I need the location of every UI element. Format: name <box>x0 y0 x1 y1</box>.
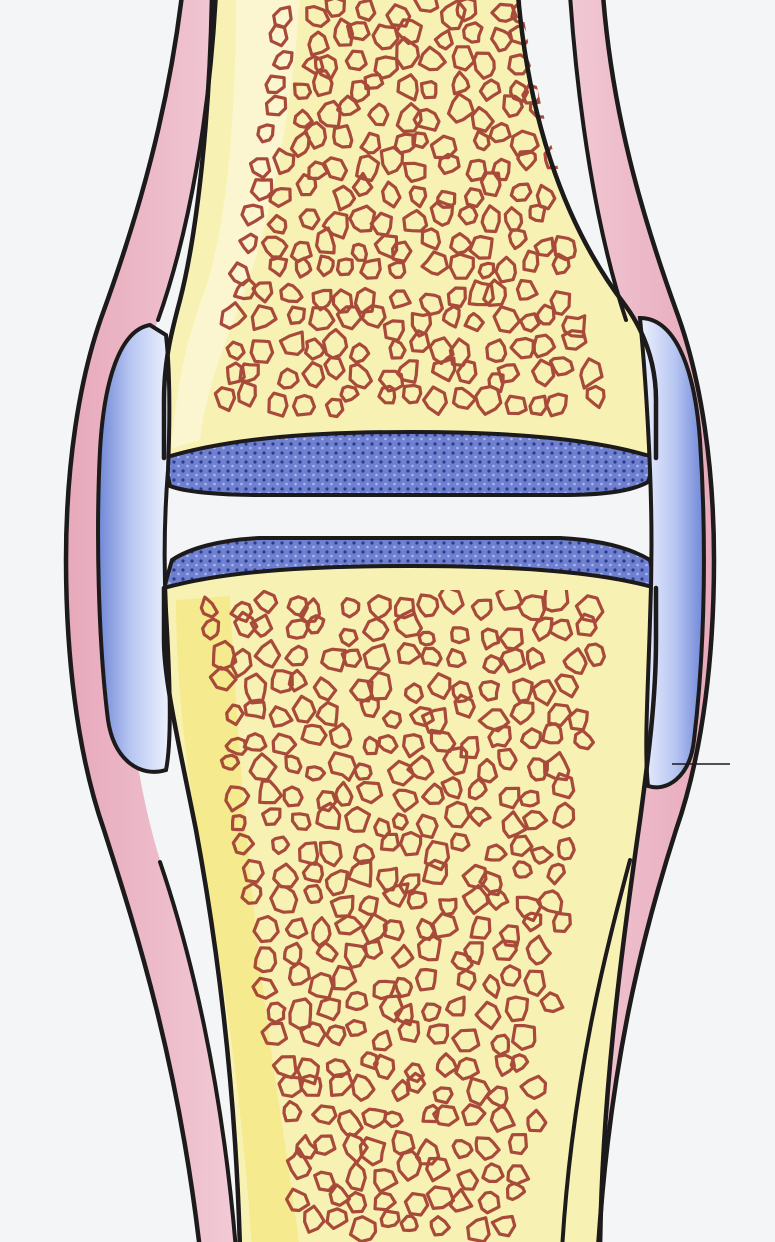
upper-cartilage <box>164 432 656 495</box>
articular-cartilage <box>164 432 656 588</box>
meniscus-right <box>640 318 704 787</box>
meniscus-left <box>98 325 170 772</box>
